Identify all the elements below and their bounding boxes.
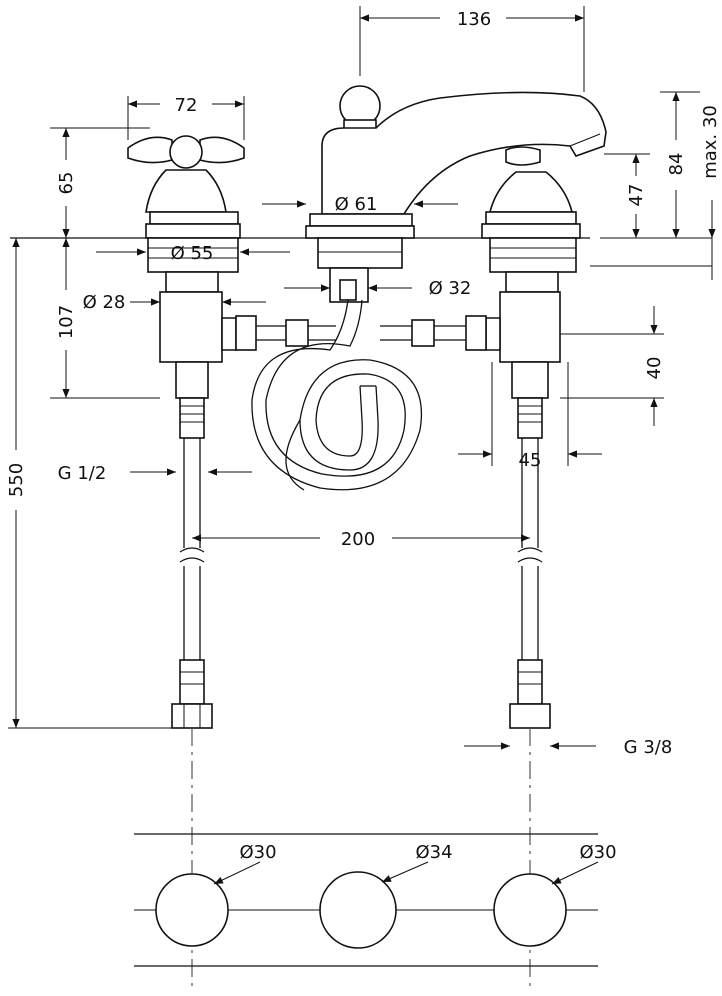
label-valve-width: 45 — [519, 450, 542, 471]
hole-right — [493, 873, 567, 947]
label-spout-reach: 136 — [457, 9, 491, 30]
dim-total-length — [8, 238, 172, 729]
label-shank-length: 107 — [56, 305, 77, 339]
dim-handle-width — [127, 96, 245, 140]
label-outlet-thread: G 3/8 — [624, 737, 673, 758]
label-spout-max: max. 30 — [700, 105, 721, 179]
left-handle — [127, 135, 245, 239]
dim-valve-height — [560, 306, 664, 426]
label-valve-height: 40 — [644, 357, 665, 380]
label-hole-right: Ø30 — [579, 842, 616, 863]
dim-spout-reach — [359, 6, 585, 92]
dim-shank-length — [50, 238, 160, 399]
dim-valve-width — [458, 362, 602, 466]
label-total-length: 550 — [6, 463, 27, 497]
left-shank — [147, 237, 239, 439]
label-handle-height: 65 — [56, 172, 77, 195]
label-center-shank: Ø 32 — [429, 278, 472, 299]
left-supply-hose — [171, 438, 213, 729]
label-spout-height: 84 — [666, 153, 687, 176]
hole-center — [319, 871, 397, 949]
dim-handle-height — [50, 127, 150, 238]
label-handle-width: 72 — [175, 95, 198, 116]
label-base-center: Ø 61 — [335, 194, 378, 215]
label-center-distance: 200 — [341, 529, 375, 550]
center-spout — [305, 85, 607, 303]
right-shank — [485, 237, 577, 439]
label-outlet-height: 47 — [626, 184, 647, 207]
label-hole-center: Ø34 — [415, 842, 452, 863]
label-base-left: Ø 55 — [171, 243, 214, 264]
right-handle — [481, 146, 581, 239]
hole-left — [155, 873, 229, 947]
dim-spout-height — [600, 91, 716, 280]
label-shank: Ø 28 — [83, 292, 126, 313]
center-hose-loop — [251, 299, 422, 491]
leader-hole-center — [381, 861, 429, 883]
leader-hole-left — [213, 861, 261, 885]
label-hole-left: Ø30 — [239, 842, 276, 863]
right-supply-hose — [509, 438, 551, 729]
crossover-hoses — [235, 315, 487, 351]
leader-hole-right — [551, 861, 599, 885]
label-inlet-thread: G 1/2 — [58, 463, 107, 484]
